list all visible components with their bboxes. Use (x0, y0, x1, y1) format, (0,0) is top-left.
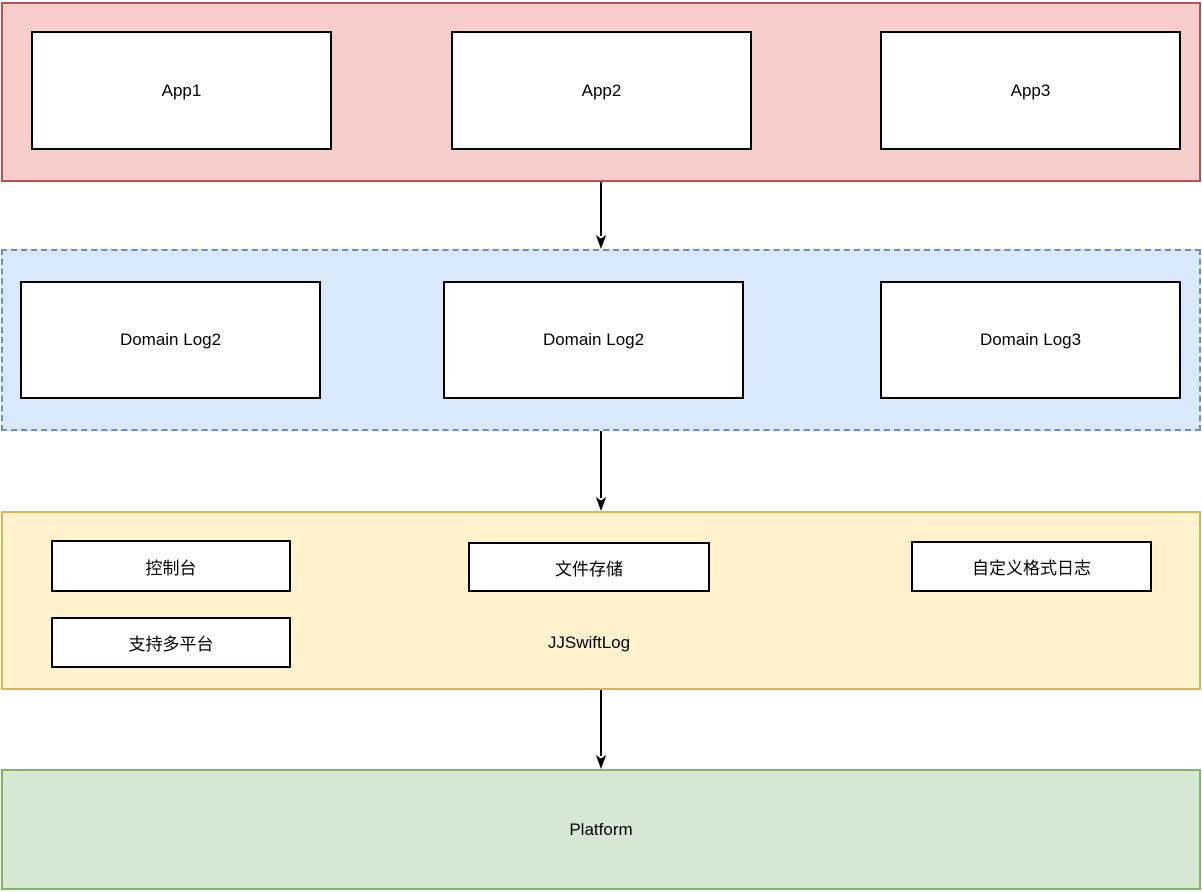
console-node: 控制台 (51, 540, 291, 592)
domain-log3-node: Domain Log3 (880, 281, 1181, 399)
domain-log2-node: Domain Log2 (443, 281, 744, 399)
jjswiftlog-label: JJSwiftLog (547, 632, 631, 652)
app3-node: App3 (880, 31, 1181, 150)
platform-band (1, 769, 1201, 890)
domain-log3-label: Domain Log3 (979, 330, 1082, 349)
app2-label: App2 (581, 80, 622, 100)
down-arrow-icon (595, 182, 607, 249)
down-arrow-icon (595, 431, 607, 511)
multi-platform-node: 支持多平台 (51, 617, 291, 668)
arrow-log-to-platform (593, 690, 609, 769)
file-storage-node: 文件存储 (468, 542, 710, 592)
custom-format-log-node: 自定义格式日志 (911, 541, 1152, 592)
platform-label: Platform (569, 819, 633, 839)
down-arrow-icon (595, 690, 607, 769)
domain-log2-label: Domain Log2 (542, 330, 645, 349)
app2-node: App2 (451, 31, 752, 150)
app1-node: App1 (31, 31, 332, 150)
app1-label: App1 (161, 80, 202, 100)
app3-label: App3 (1010, 80, 1051, 100)
file-storage-label: 文件存储 (555, 559, 623, 579)
arrow-apps-to-domain (593, 182, 609, 249)
domain-log1-node: Domain Log2 (20, 281, 321, 399)
domain-log1-label: Domain Log2 (119, 330, 222, 349)
multi-platform-label: 支持多平台 (128, 635, 214, 654)
console-label: 控制台 (145, 558, 197, 578)
arrow-domain-to-log (593, 431, 609, 511)
custom-format-log-label: 自定义格式日志 (972, 559, 1091, 578)
